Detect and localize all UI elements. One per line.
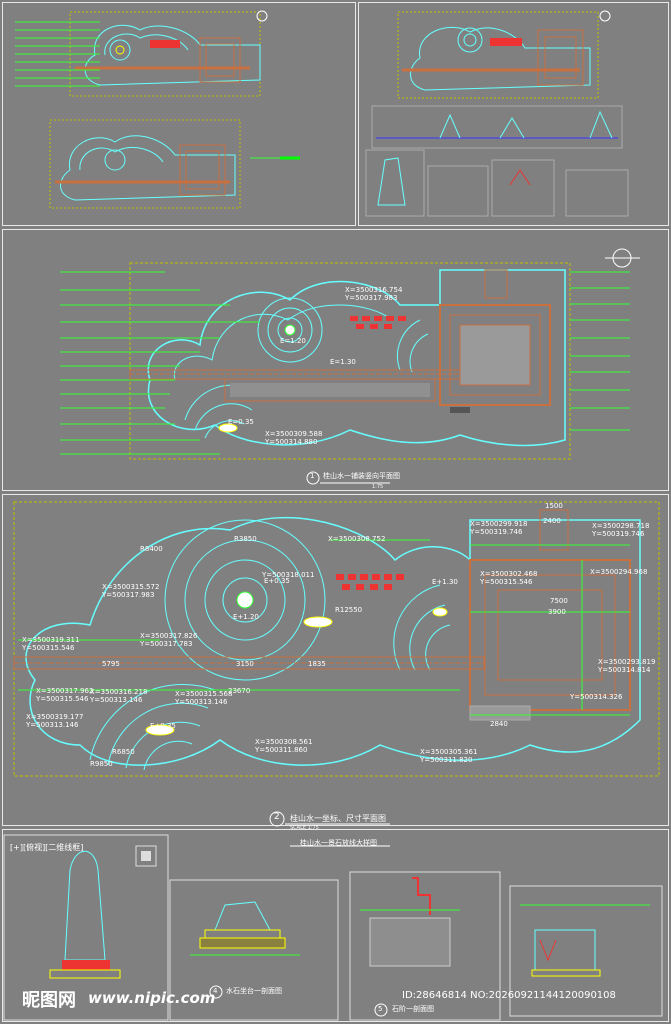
dim-2400: 2400 (543, 517, 561, 525)
detail-5-num: 5 (378, 1005, 383, 1013)
coord-2: Y=500318.011 (262, 571, 315, 579)
main-plan-scale: 1:75 (372, 484, 384, 490)
coord-15: X=3500294.968 (590, 568, 648, 576)
coord-b: Y=500317.983 (345, 294, 398, 302)
coord-30: Y=500313.146 (90, 696, 143, 704)
coord-11: X=3500299.918 (470, 520, 528, 528)
dim-plan-scale: SCALE 1:75 (290, 825, 319, 831)
radius-4: R9850 (90, 760, 113, 768)
coord-13: X=3500298.718 (592, 522, 650, 530)
sheet-top-right (358, 2, 669, 226)
coord-28: Y=500313.146 (175, 698, 228, 706)
detail-4-title: 水石坐台一剖面图 (226, 987, 282, 995)
dim-plan-num: 2 (274, 812, 280, 822)
coord-10: Y=500317.983 (102, 591, 155, 599)
coord-5: X=3500319.311 (22, 636, 80, 644)
thumb-section (365, 105, 629, 217)
dim-1835: 1835 (308, 660, 326, 668)
details-drawing (3, 834, 663, 1021)
dim-plan-title: 桂山水一坐标、尺寸平面图 (290, 814, 386, 823)
coord-17: X=3500293.819 (598, 658, 656, 666)
elev-3: E+1.30 (432, 578, 458, 586)
dim-plan-subtitle: 桂山水一景石放线大样图 (300, 839, 377, 847)
coord-22: Y=500315.546 (36, 695, 89, 703)
coord-a: X=3500316.754 (345, 286, 403, 294)
dim-7500: 7500 (550, 597, 568, 605)
sheet-top-left (2, 2, 356, 226)
coord-4: Y=500317.783 (140, 640, 193, 648)
sheet-main-plan (2, 229, 669, 491)
elev-right: E=1.30 (330, 358, 356, 366)
thumb-plan-1 (15, 10, 268, 97)
radius-1: R8400 (140, 545, 163, 553)
sheet-dimension-plan (2, 494, 669, 826)
coord-19: X=3500305.361 (420, 748, 478, 756)
detail-4-num: 4 (213, 987, 218, 995)
detail-5-title: 石阶一剖面图 (392, 1005, 434, 1013)
watermark-brand: 昵图网 (22, 990, 76, 1011)
elev-left: E=0.35 (228, 418, 254, 426)
coord-26: Y=500311.860 (255, 746, 308, 754)
coord-7: X=3500302.468 (480, 570, 538, 578)
coord-12: Y=500319.746 (470, 528, 523, 536)
main-plan-drawing (60, 248, 640, 485)
dim-1500: 1500 (545, 502, 563, 510)
coord-24: Y=500313.146 (26, 721, 79, 729)
thumb-plan-2 (49, 119, 300, 209)
elev-1: E+0.35 (264, 577, 290, 585)
coord-1: X=3500308.752 (328, 535, 386, 543)
sheet-details (2, 829, 669, 1022)
coord-16: Y=500314.326 (570, 693, 623, 701)
detail-view-label: [+][俯视][二维线框] (10, 843, 84, 852)
main-plan-num: 1 (310, 472, 315, 480)
radius-5: R12550 (335, 606, 363, 614)
dim-5795: 5795 (102, 660, 120, 668)
dim-3900: 3900 (548, 608, 566, 616)
elev-4: E+0.35 (150, 722, 176, 730)
coord-20: Y=500311.820 (420, 756, 473, 764)
watermark-id: ID:28646814 NO:20260921144120090108 (402, 990, 616, 1001)
coord-3: X=3500317.826 (140, 632, 198, 640)
coord-8: Y=500315.546 (480, 578, 533, 586)
coord-23: X=3500319.177 (26, 713, 84, 721)
coord-d: Y=500314.880 (265, 438, 318, 446)
coord-18: Y=500314.814 (598, 666, 651, 674)
coord-21: X=3500317.962 (36, 687, 94, 695)
radius-2: R3850 (234, 535, 257, 543)
coord-14: Y=500319.746 (592, 530, 645, 538)
coord-29: X=3500316.218 (90, 688, 148, 696)
dim-2840: 2840 (490, 720, 508, 728)
elev-2: E+1.20 (233, 613, 259, 621)
coord-9: X=3500315.572 (102, 583, 160, 591)
coord-6: Y=500315.546 (22, 644, 75, 652)
dim-3150: 3150 (236, 660, 254, 668)
coord-27: X=3500315.568 (175, 690, 233, 698)
thumb-plan-3 (397, 10, 611, 99)
main-plan-title: 桂山水一铺装竖向平面图 (323, 472, 400, 480)
coord-c: X=3500309.588 (265, 430, 323, 438)
radius-3: R6850 (112, 748, 135, 756)
dimension-plan-drawing (13, 501, 660, 847)
watermark-url: www.nipic.com (88, 989, 216, 1007)
coord-25: X=3500308.561 (255, 738, 313, 746)
elev-top: E=1.20 (280, 337, 306, 345)
dim-23670: 23670 (228, 687, 251, 695)
